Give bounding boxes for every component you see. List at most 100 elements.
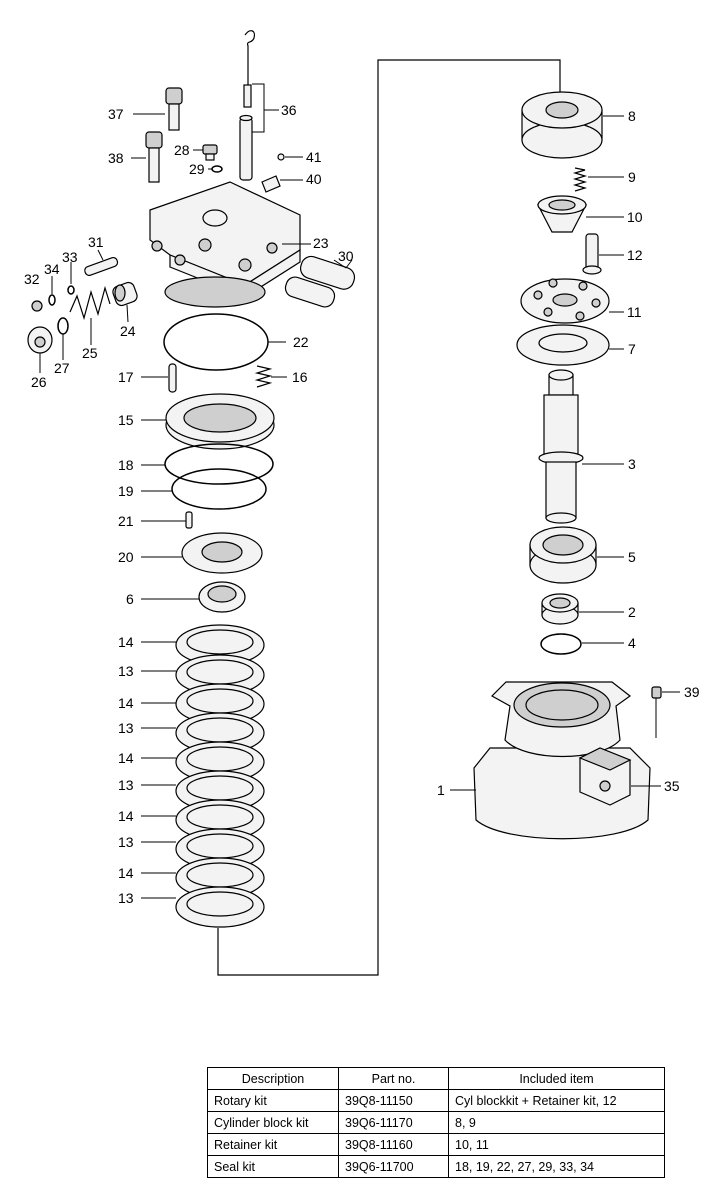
callout-10: 10 — [627, 209, 643, 225]
callout-9: 9 — [628, 169, 636, 185]
cell-part-no: 39Q8-11160 — [338, 1133, 449, 1156]
cell-description: Cylinder block kit — [207, 1111, 339, 1134]
callout-38: 38 — [108, 150, 124, 166]
callout-14: 14 — [118, 695, 134, 711]
callout-23: 23 — [313, 235, 329, 251]
cell-description: Retainer kit — [207, 1133, 339, 1156]
part-29-oring — [211, 165, 223, 173]
part-12-piston — [582, 233, 602, 275]
part-19-oring — [171, 468, 267, 510]
callout-31: 31 — [88, 234, 104, 250]
callout-4: 4 — [628, 635, 636, 651]
callout-16: 16 — [292, 369, 308, 385]
part-20-valve-plate — [181, 532, 263, 574]
callout-17: 17 — [118, 369, 134, 385]
callout-27: 27 — [54, 360, 70, 376]
callout-13: 13 — [118, 834, 134, 850]
header-part-no: Part no. — [338, 1067, 449, 1090]
part-28-plug — [202, 144, 218, 161]
callout-6: 6 — [126, 591, 134, 607]
callout-5: 5 — [628, 549, 636, 565]
callout-2: 2 — [628, 604, 636, 620]
callout-13: 13 — [118, 777, 134, 793]
callout-20: 20 — [118, 549, 134, 565]
part-37-bolt — [165, 87, 183, 131]
cell-description: Seal kit — [207, 1155, 339, 1178]
cell-description: Rotary kit — [207, 1089, 339, 1112]
part-35-valve-block — [578, 747, 632, 806]
part-7-shoe-plate — [516, 324, 610, 366]
header-description: Description — [207, 1067, 339, 1090]
callout-41: 41 — [306, 149, 322, 165]
part-26-cap — [27, 326, 53, 354]
brake-plate-stack — [175, 624, 265, 928]
callout-30: 30 — [338, 248, 354, 264]
part-39-plug — [651, 686, 662, 699]
callout-28: 28 — [174, 142, 190, 158]
part-8-cylinder-block — [521, 91, 603, 159]
part-21-pin — [185, 511, 193, 529]
callout-12: 12 — [627, 247, 643, 263]
part-5-roller-bearing — [529, 526, 597, 584]
part-18-oring — [164, 443, 274, 485]
cell-part-no: 39Q8-11150 — [338, 1089, 449, 1112]
callout-26: 26 — [31, 374, 47, 390]
part-36-rods — [239, 30, 255, 181]
callout-7: 7 — [628, 341, 636, 357]
table-row: Cylinder block kit 39Q6-11170 8, 9 — [207, 1111, 665, 1134]
part-27-oring — [57, 317, 69, 335]
callout-15: 15 — [118, 412, 134, 428]
callout-37: 37 — [108, 106, 124, 122]
kit-table-header-row: Description Part no. Included item — [207, 1067, 665, 1090]
callout-35: 35 — [664, 778, 680, 794]
cell-included-item: 10, 11 — [448, 1133, 665, 1156]
part-6-bearing — [198, 581, 246, 613]
callout-14: 14 — [118, 750, 134, 766]
table-row: Seal kit 39Q6-11700 18, 19, 22, 27, 29, … — [207, 1155, 665, 1178]
callout-18: 18 — [118, 457, 134, 473]
part-25-spring — [69, 285, 111, 321]
exploded-parts-diagram: 37 36 38 28 29 41 40 31 33 34 32 23 30 2… — [24, 30, 700, 976]
part-40-nameplate — [261, 175, 281, 193]
callout-19: 19 — [118, 483, 134, 499]
part-32-plug — [31, 300, 43, 312]
cell-part-no: 39Q6-11700 — [338, 1155, 449, 1178]
cell-included-item: Cyl blockkit + Retainer kit, 12 — [448, 1089, 665, 1112]
callout-40: 40 — [306, 171, 322, 187]
part-22-oring — [163, 313, 269, 371]
table-row: Rotary kit 39Q8-11150 Cyl blockkit + Ret… — [207, 1089, 665, 1112]
service-kit-table: Description Part no. Included item Rotar… — [207, 1067, 665, 1178]
part-4-snap-ring — [540, 633, 582, 655]
part-17-pin — [168, 363, 177, 393]
part-23-valve-cover — [149, 181, 301, 308]
part-38-bolt — [145, 131, 163, 183]
callout-25: 25 — [82, 345, 98, 361]
part-33-oring — [67, 285, 75, 295]
cell-included-item: 8, 9 — [448, 1111, 665, 1134]
callout-39: 39 — [684, 684, 700, 700]
callout-13: 13 — [118, 720, 134, 736]
callout-14: 14 — [118, 634, 134, 650]
part-41-pin — [277, 153, 285, 161]
part-11-set-plate — [520, 278, 610, 324]
callout-32: 32 — [24, 271, 40, 287]
callout-1: 1 — [437, 782, 445, 798]
callout-34: 34 — [44, 261, 60, 277]
callout-14: 14 — [118, 865, 134, 881]
callout-8: 8 — [628, 108, 636, 124]
cell-part-no: 39Q6-11170 — [338, 1111, 449, 1134]
callout-33: 33 — [62, 249, 78, 265]
cell-included-item: 18, 19, 22, 27, 29, 33, 34 — [448, 1155, 665, 1178]
part-9-spring — [572, 167, 588, 192]
callout-22: 22 — [293, 334, 309, 350]
part-16-spring — [254, 365, 273, 388]
table-row: Retainer kit 39Q8-11160 10, 11 — [207, 1133, 665, 1156]
callout-29: 29 — [189, 161, 205, 177]
part-15-brake-piston — [165, 393, 275, 450]
callout-24: 24 — [120, 323, 136, 339]
callout-11: 11 — [627, 304, 642, 320]
part-10-ball-guide — [537, 195, 587, 233]
callout-21: 21 — [118, 513, 134, 529]
part-34-ring — [48, 294, 56, 306]
callout-13: 13 — [118, 663, 134, 679]
